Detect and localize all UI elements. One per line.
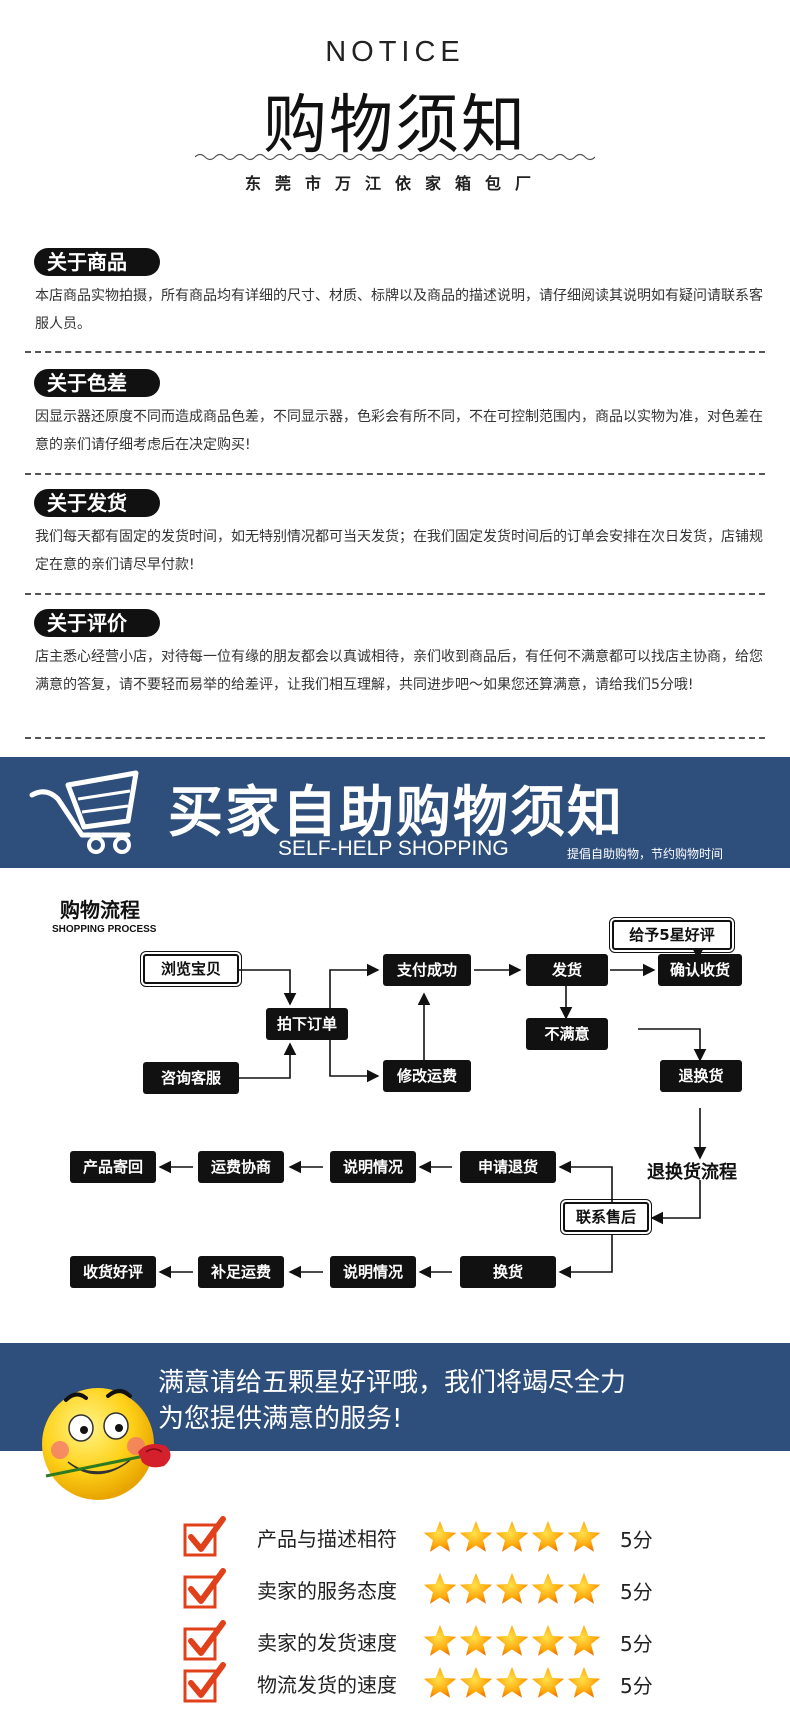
company-name: 东莞市万江依家箱包厂 [244,174,545,193]
self-help-banner: 买家自助购物须知 SELF-HELP SHOPPING 提倡自助购物，节约购物时… [0,757,790,868]
star-icon [567,1521,601,1552]
rating-message-line1: 满意请给五颗星好评哦，我们将竭尽全力 [158,1368,627,1398]
dashed-divider [25,737,765,739]
rating-message: 满意请给五颗星好评哦，我们将竭尽全力 为您提供满意的服务! [158,1365,626,1437]
star-icon [459,1625,493,1656]
checkmark-icon [183,1568,226,1609]
star-icon [531,1625,565,1656]
star-icon [567,1573,601,1604]
section-text: 我们每天都有固定的发货时间，如无特别情况都可当天发货；在我们固定发货时间后的订单… [35,529,763,573]
section-badge: 关于评价 [34,609,160,637]
node-send-back: 产品寄回 [70,1151,156,1183]
section-text: 本店商品实物拍摄，所有商品均有详细的尺寸、材质、标牌以及商品的描述说明，请仔细阅… [35,288,763,332]
rating-score: 5分 [620,1632,653,1656]
page-title: 购物须知 [263,89,527,163]
node-consult: 咨询客服 [143,1062,239,1094]
rating-message-line2: 为您提供满意的服务! [158,1404,403,1434]
five-stars [423,1667,601,1698]
rating-label: 产品与描述相符 [257,1527,397,1551]
node-order: 拍下订单 [266,1008,348,1040]
banner-title: 买家自助购物须知 [168,780,625,844]
header: NOTICE 购物须知 东莞市万江依家箱包厂 [0,0,790,215]
process-subtitle: SHOPPING PROCESS [52,924,157,935]
five-stars [423,1573,601,1604]
star-icon [459,1667,493,1698]
flow-arrows [158,946,707,1279]
rating-label: 卖家的发货速度 [257,1631,397,1655]
dashed-divider [25,473,765,475]
node-after-sale: 联系售后 [560,1199,652,1235]
star-icon [495,1521,529,1552]
rating-score: 5分 [620,1580,653,1604]
section-badge: 关于色差 [34,369,160,397]
node-pay-shipping: 补足运费 [198,1256,284,1288]
rating-label: 卖家的服务态度 [257,1579,397,1603]
node-modify: 修改运费 [383,1060,471,1092]
section-text: 因显示器还原度不同而造成商品色差，不同显示器，色彩会有所不同，不在可控制范围内，… [35,409,763,453]
five-stars [423,1521,601,1552]
section-badge: 关于商品 [34,248,160,276]
star-icon [459,1573,493,1604]
node-explain-1: 说明情况 [330,1151,416,1183]
star-icon [495,1573,529,1604]
process-title: 购物流程 [60,898,140,922]
node-five-star: 给予5星好评 [609,917,735,953]
rating-row: 产品与描述相符 5分 [0,1511,790,1563]
wavy-divider [195,153,595,161]
star-icon [567,1667,601,1698]
node-browse: 浏览宝贝 [140,951,242,987]
star-icon [531,1573,565,1604]
node-confirm: 确认收货 [658,954,742,986]
node-ship: 发货 [526,954,608,986]
star-icon [495,1667,529,1698]
rating-row: 卖家的服务态度 5分 [0,1563,790,1615]
checkmark-icon [183,1662,226,1703]
star-icon [531,1667,565,1698]
node-unsatisfied: 不满意 [526,1018,608,1050]
return-flow-label: 退换货流程 [647,1162,737,1183]
star-icon [423,1521,457,1552]
node-return: 退换货 [660,1060,742,1092]
node-ship-negotiate: 运费协商 [198,1151,284,1183]
dashed-divider [25,593,765,595]
checkmark-icon [183,1620,226,1661]
dashed-divider [25,351,765,353]
shopping-process: 购物流程 SHOPPING PROCESS [0,868,790,1338]
star-icon [531,1521,565,1552]
smiley-with-rose-icon [42,1388,171,1500]
checkmark-icon [183,1516,226,1557]
star-icon [423,1573,457,1604]
rating-row: 物流发货的速度 5分 [0,1657,790,1709]
notice-heading: NOTICE [325,36,465,68]
section-badge: 关于发货 [34,489,160,517]
node-receive-review: 收货好评 [70,1256,156,1288]
node-apply-refund: 申请退货 [460,1151,556,1183]
banner-subtitle: SELF-HELP SHOPPING [278,837,509,860]
node-explain-2: 说明情况 [330,1256,416,1288]
star-icon [423,1667,457,1698]
rating-score: 5分 [620,1528,653,1552]
five-stars [423,1625,601,1656]
node-exchange: 换货 [460,1256,556,1288]
star-icon [459,1521,493,1552]
rating-row: 卖家的发货速度 5分 [0,1615,790,1667]
rating-label: 物流发货的速度 [257,1673,397,1697]
star-icon [423,1625,457,1656]
shopping-cart-icon [29,770,139,854]
star-icon [567,1625,601,1656]
banner-tagline: 提倡自助购物，节约购物时间 [567,847,724,861]
star-icon [495,1625,529,1656]
node-paid: 支付成功 [383,954,471,986]
section-text: 店主悉心经营小店，对待每一位有缘的朋友都会以真诚相待，亲们收到商品后，有任何不满… [35,649,763,693]
rating-score: 5分 [620,1674,653,1698]
